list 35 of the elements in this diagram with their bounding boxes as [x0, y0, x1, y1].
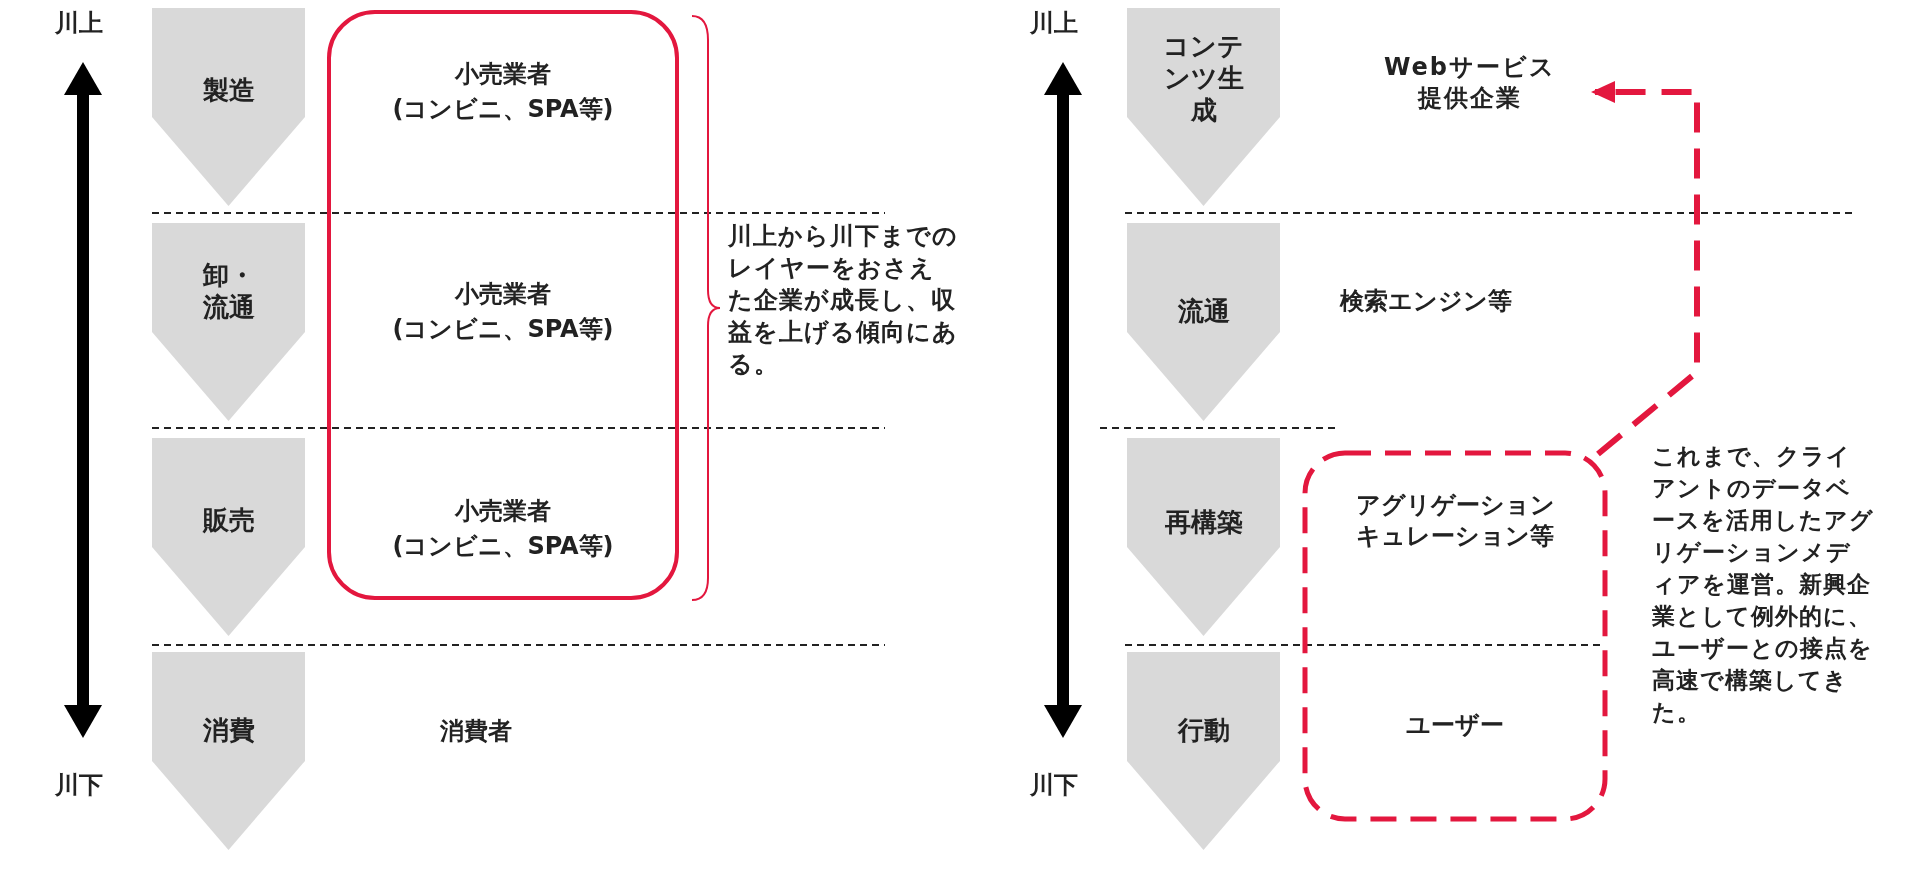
actor-text: 検索エンジン等: [1340, 286, 1513, 317]
annotation-text: 川上から川下までのレイヤーをおさえた企業が成長し、収益を上げる傾向にある。: [728, 221, 959, 380]
step-label: 再構築: [1163, 506, 1244, 538]
actor-text: (コンビニ、SPA等): [391, 531, 615, 562]
step-label: 卸・流通: [201, 259, 256, 323]
arrow: [1591, 81, 1700, 457]
actor-text: アグリゲーションキュレーション等: [1354, 490, 1556, 552]
step-label: 流通: [1176, 295, 1231, 327]
step-label: コンテンツ生成: [1162, 30, 1245, 126]
actor-text: (コンビニ、SPA等): [391, 94, 615, 125]
chevron-step: [1127, 223, 1280, 421]
actor-text: 消費者: [440, 716, 513, 747]
chevron-step: [152, 652, 305, 850]
actor-text: 小売業者: [453, 279, 552, 310]
actor-text: Webサービス提供企業: [1350, 52, 1590, 124]
axis-end-label: 川下: [1030, 770, 1079, 801]
chevron-step: [1127, 652, 1280, 850]
chevron-step: [1127, 8, 1280, 206]
chevron-step: [152, 8, 305, 206]
axis-end-label: 川上: [1030, 8, 1079, 39]
chevron-step: [152, 438, 305, 636]
chevron-step: [1127, 438, 1280, 636]
axis-end-label: 川上: [55, 8, 104, 39]
chevron-step: [152, 223, 305, 421]
step-label: 消費: [201, 714, 256, 746]
axis-end-label: 川下: [55, 770, 104, 801]
annotation-text: これまで、クライアントのデータベースを活用したアグリゲーションメディアを運営。新興企業として例外的に、ユーザーとの接点を高速で構築してきた。: [1652, 442, 1874, 727]
actor-text: ユーザー: [1405, 710, 1505, 741]
actor-text: 小売業者: [453, 59, 552, 90]
actor-text: 小売業者: [453, 496, 552, 527]
highlight-frame: [327, 10, 679, 600]
step-label: 製造: [201, 74, 256, 106]
step-label: 行動: [1176, 714, 1231, 746]
step-label: 販売: [201, 504, 256, 536]
actor-text: (コンビニ、SPA等): [391, 314, 615, 345]
